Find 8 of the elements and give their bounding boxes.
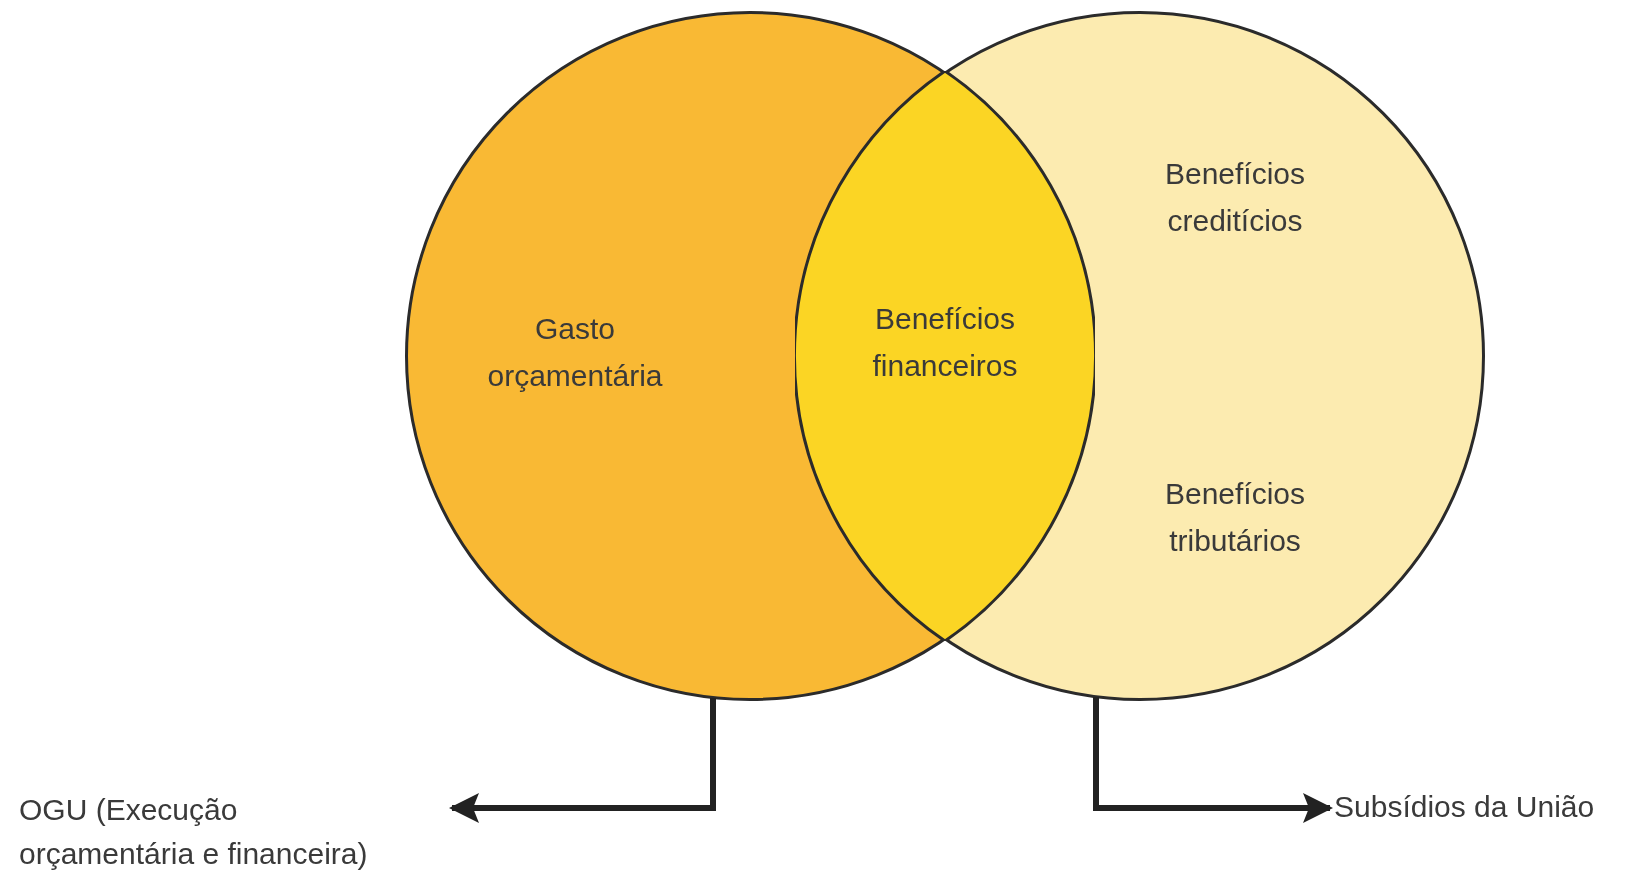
region-label: Benefícios creditícios — [1163, 156, 1307, 239]
arrow — [449, 698, 716, 823]
callout-text: OGU (Execução orçamentária e financeira) — [19, 792, 369, 872]
region-label: Gasto orçamentária — [486, 311, 664, 394]
callout-text: Subsídios da União — [1334, 789, 1596, 825]
region-label: Benefícios tributários — [1163, 476, 1307, 559]
region-label: Benefícios financeiros — [871, 301, 1019, 384]
arrow — [1093, 697, 1333, 823]
